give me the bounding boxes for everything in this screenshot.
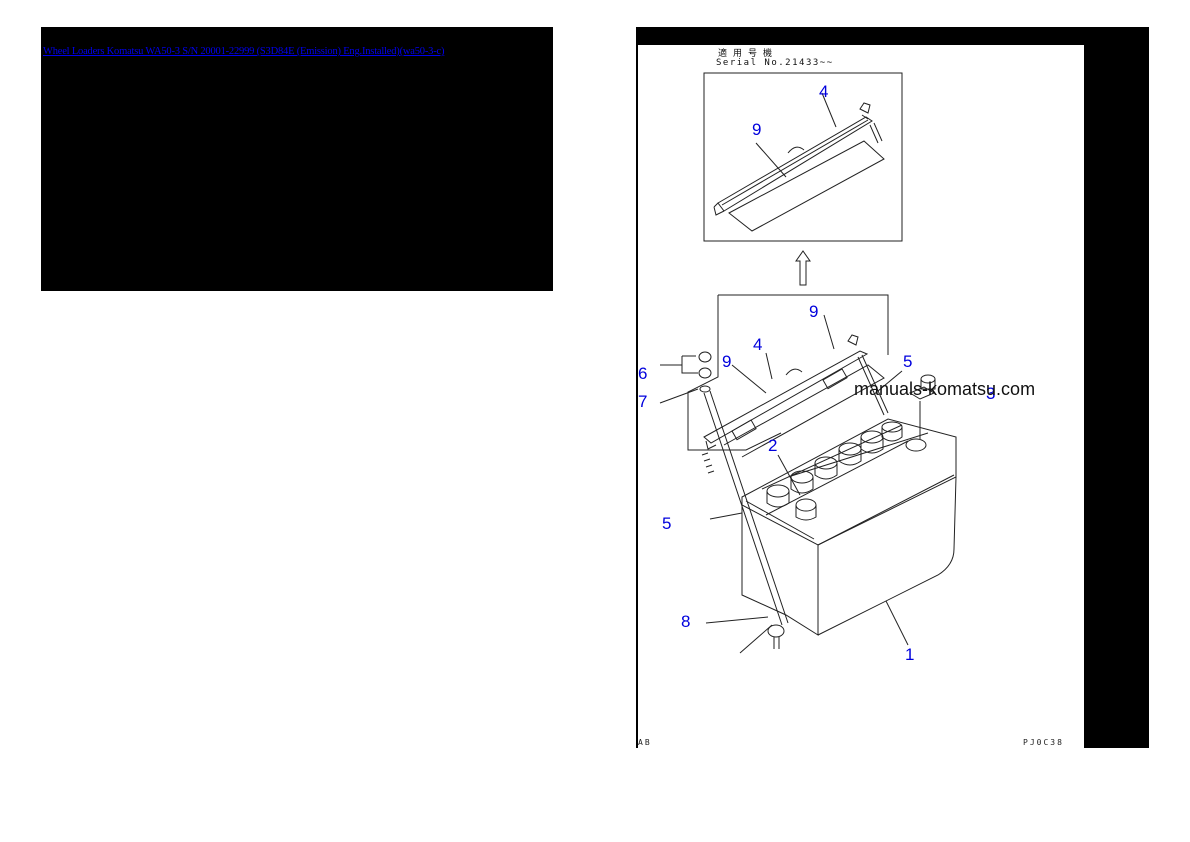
main-bracket	[703, 334, 889, 458]
callout-main-5-top: 5	[903, 352, 913, 371]
terminal-positive	[905, 438, 927, 452]
callout-main-1: 1	[905, 645, 915, 664]
drawing-figure-code: PJ0C38	[1023, 738, 1064, 747]
document-title-link[interactable]: Wheel Loaders Komatsu WA50-3 S/N 20001-2…	[43, 46, 445, 57]
exploded-view-arrow	[795, 250, 811, 286]
callout-main-9-lower: 9	[722, 352, 732, 371]
parts-diagram-panel: 適用号機 Serial No.21433~~	[636, 27, 1149, 748]
nut-part-8	[767, 624, 785, 638]
callout-main-6: 6	[638, 364, 648, 383]
callout-main-2: 2	[768, 436, 778, 455]
callout-main-4: 4	[753, 335, 763, 354]
inset-bracket	[713, 102, 885, 232]
inset-frame	[703, 72, 903, 242]
nuts-washer-parts	[659, 351, 712, 404]
parts-diagram-sheet: 適用号機 Serial No.21433~~	[638, 45, 1084, 748]
main-view-frame	[687, 294, 889, 451]
battery-caps	[766, 421, 903, 508]
drawing-footer-left: AB	[638, 738, 652, 747]
battery	[741, 418, 957, 636]
callout-main-7: 7	[638, 392, 648, 411]
callout-inset-4: 4	[819, 82, 829, 101]
callout-main-5-left: 5	[662, 514, 672, 533]
j-bolt-left	[703, 390, 789, 626]
callout-main-9-upper: 9	[809, 302, 819, 321]
watermark-text: manuals-komatsu.com	[854, 379, 1036, 399]
applicable-serial-number: Serial No.21433~~	[716, 58, 834, 68]
battery-assembly-drawing	[659, 72, 957, 654]
terminal-clamp	[908, 374, 936, 439]
callout-inset-9: 9	[752, 120, 762, 139]
callout-main-3: 3	[986, 384, 996, 403]
document-title-panel: Wheel Loaders Komatsu WA50-3 S/N 20001-2…	[41, 27, 553, 291]
callout-main-8: 8	[681, 612, 691, 631]
applicable-serial-label-jp: 適用号機	[718, 49, 779, 59]
terminal-negative	[795, 498, 817, 512]
